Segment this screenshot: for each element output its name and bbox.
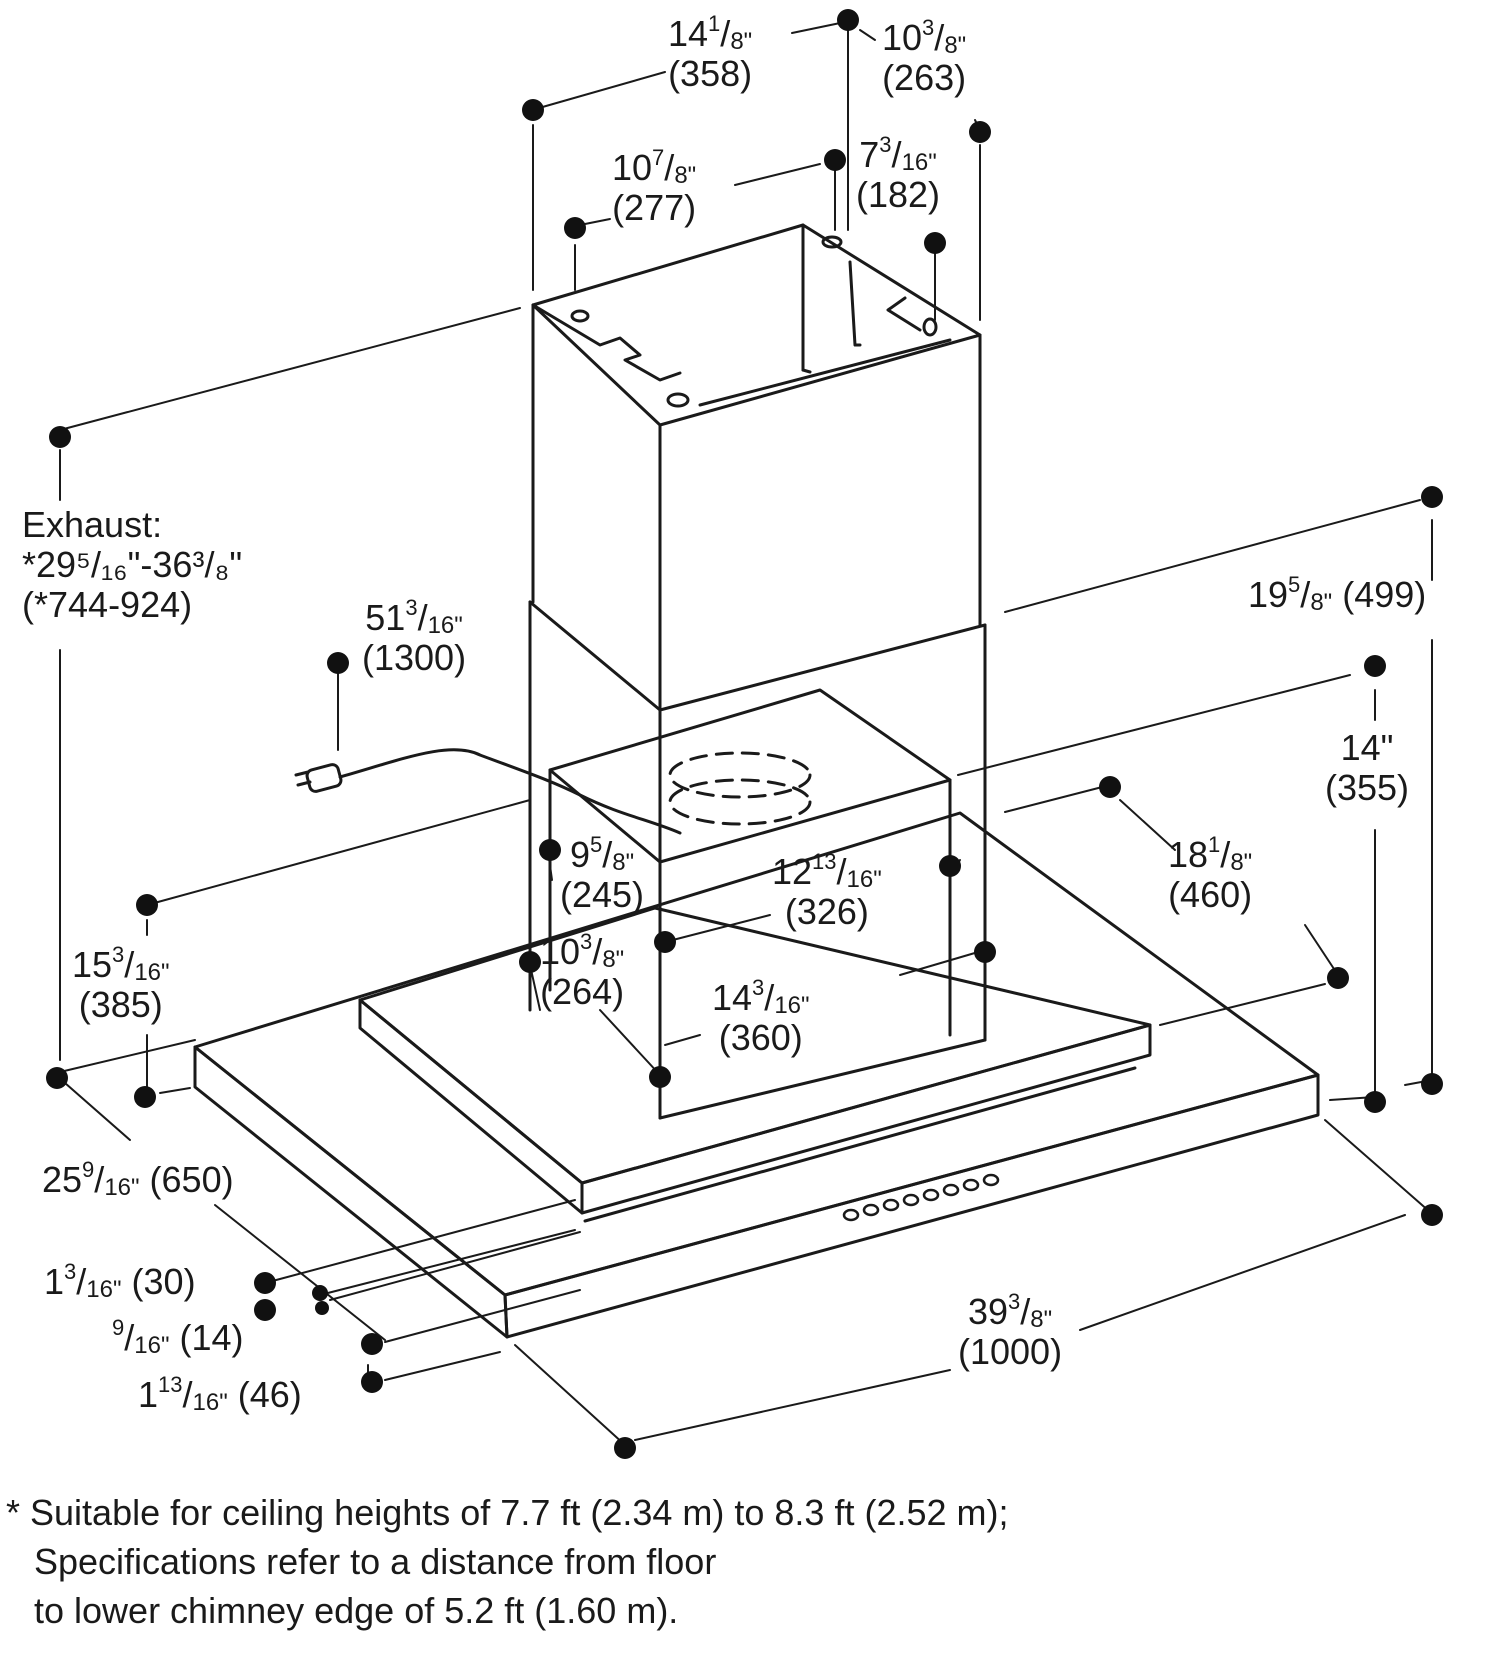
dimension-lines xyxy=(59,19,1433,1446)
dim-label-355: 14" (355) xyxy=(1325,727,1410,808)
dim-label-1300: 513/16" (1300) xyxy=(362,595,467,678)
footnote-line-1: * Suitable for ceiling heights of 7.7 ft… xyxy=(6,1492,1009,1533)
dim-label-1000: 393/8" (1000) xyxy=(958,1289,1063,1372)
dim-label-14: 9/16" (14) xyxy=(112,1315,244,1359)
dim-label-385: 153/16" (385) xyxy=(72,942,170,1025)
upper-chimney xyxy=(531,223,982,712)
dim-label-245: 95/8" (245) xyxy=(560,832,645,915)
dim-label-499: 195/8" (499) xyxy=(1248,572,1427,616)
dim-label-264: 103/8" (264) xyxy=(540,929,625,1012)
dim-label-182: 73/16" (182) xyxy=(856,132,941,215)
power-cord xyxy=(294,748,682,835)
dim-label-460: 181/8" (460) xyxy=(1168,832,1253,915)
dim-label-360: 143/16" (360) xyxy=(712,975,810,1058)
filter-panel xyxy=(358,906,1152,1223)
dimension-markers xyxy=(46,9,1443,1459)
dim-label-30: 13/16" (30) xyxy=(44,1259,196,1303)
dim-label-326: 1213/16" (326) xyxy=(772,849,882,932)
dim-label-650: 259/16" (650) xyxy=(42,1157,234,1201)
control-buttons xyxy=(842,1173,1000,1222)
dim-label-358: 141/8" (358) xyxy=(668,11,753,94)
dim-label-263: 103/8" (263) xyxy=(882,15,967,98)
footnote: * Suitable for ceiling heights of 7.7 ft… xyxy=(6,1488,1009,1635)
motor-housing xyxy=(548,688,952,1037)
footnote-line-3: to lower chimney edge of 5.2 ft (1.60 m)… xyxy=(34,1590,679,1631)
footnote-line-2: Specifications refer to a distance from … xyxy=(34,1541,717,1582)
exhaust-label: Exhaust: *29⁵/₁₆"-36³/₈" (*744-924) xyxy=(22,504,243,625)
dim-label-277: 107/8" (277) xyxy=(612,145,697,228)
hood-canopy xyxy=(193,811,1320,1339)
dim-label-46: 113/16" (46) xyxy=(138,1372,302,1416)
